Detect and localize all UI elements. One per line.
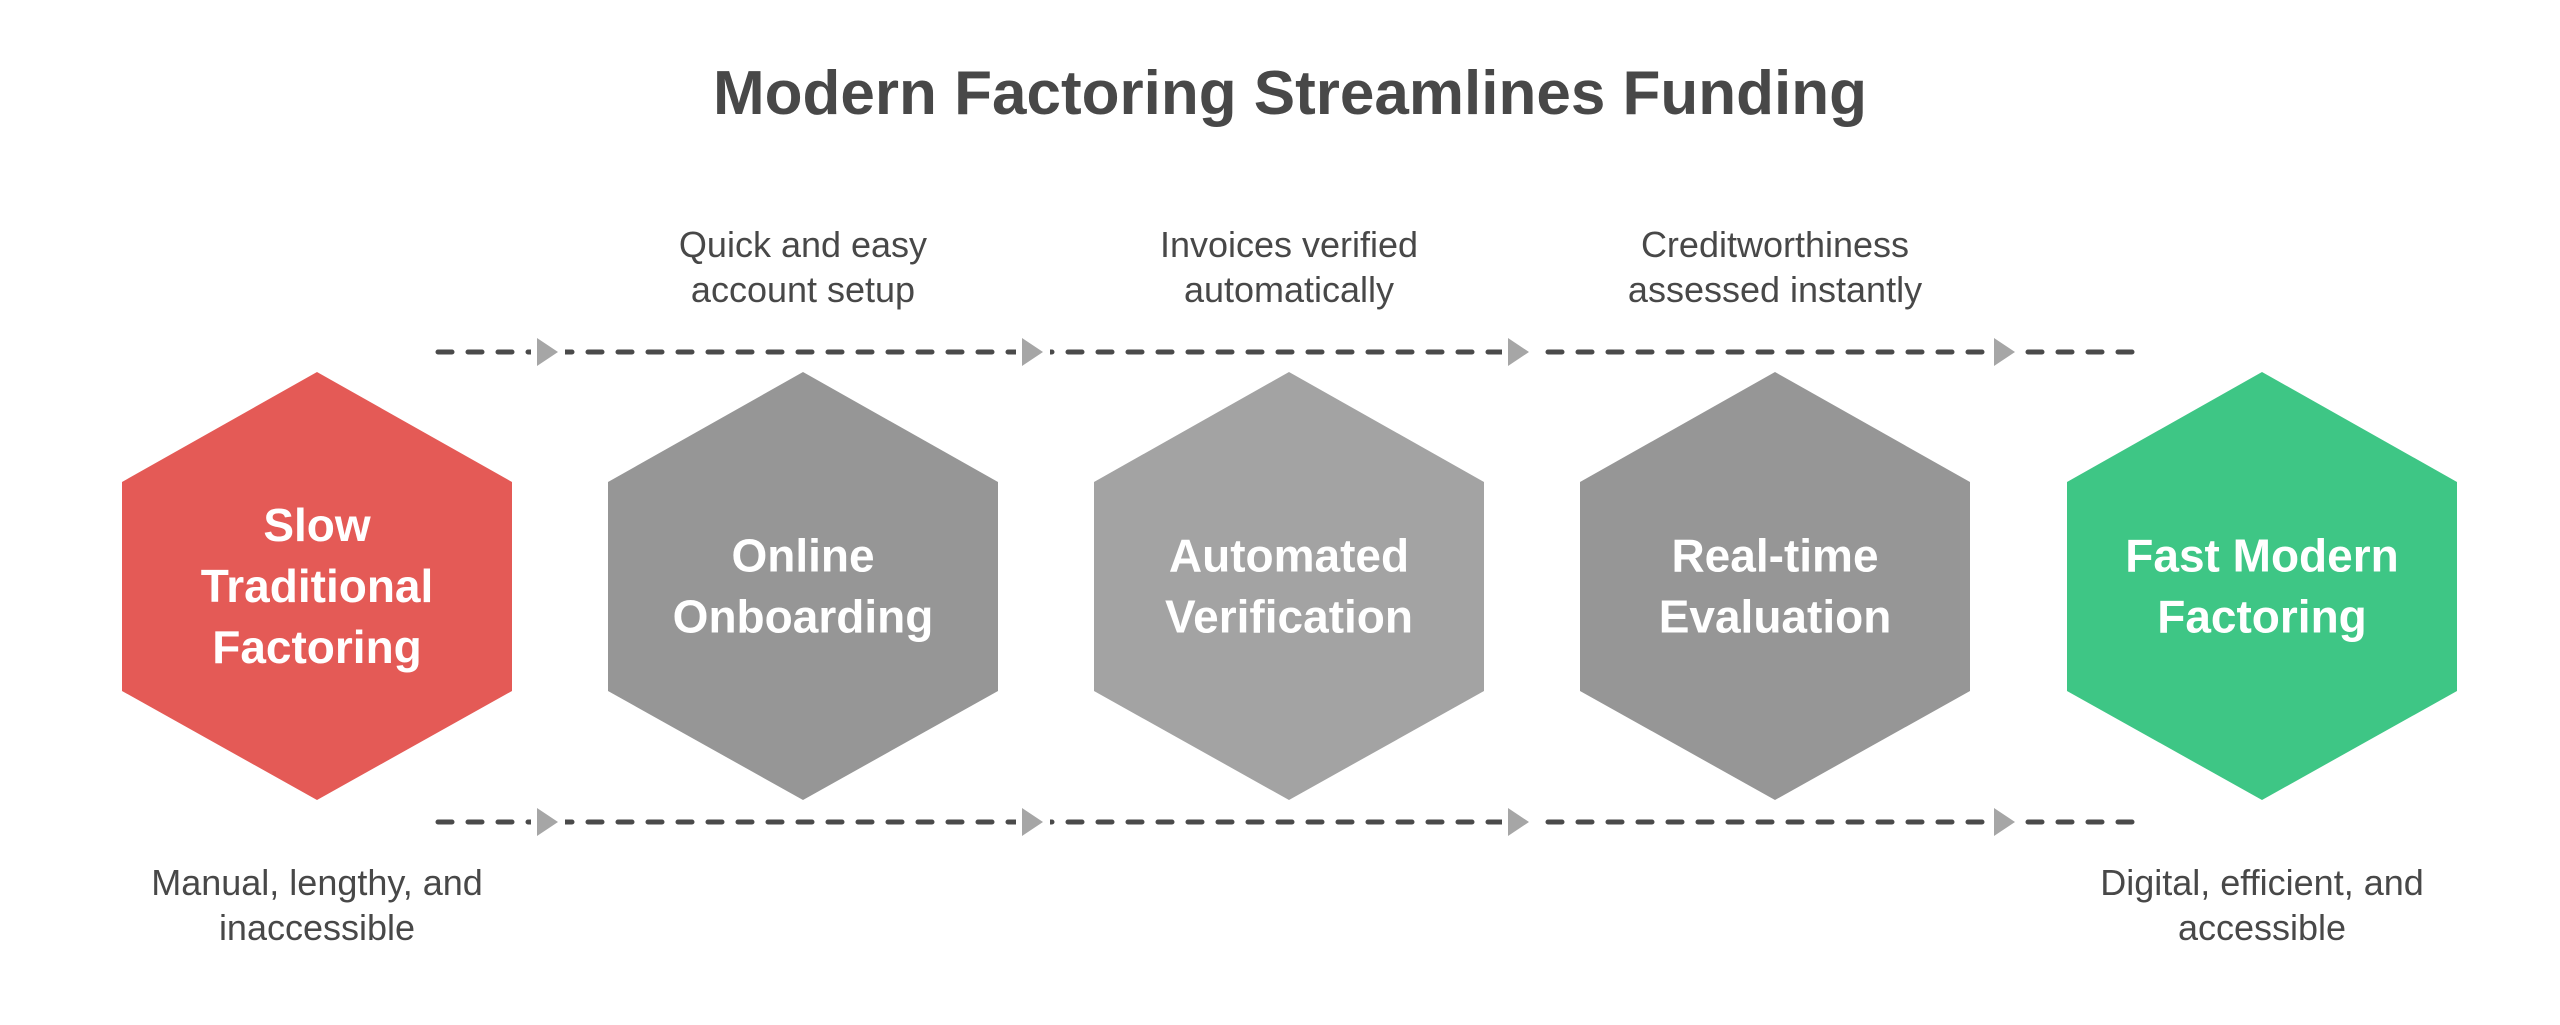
step-caption: Quick and easy bbox=[679, 224, 927, 265]
stage-label: Factoring bbox=[212, 621, 422, 673]
stage-label: Real-time bbox=[1671, 530, 1878, 582]
stage-label: Slow bbox=[263, 499, 371, 551]
bottom-arrow-icon bbox=[1022, 808, 1043, 836]
top-arrow-icon bbox=[537, 338, 558, 366]
start-description: Manual, lengthy, and bbox=[151, 862, 483, 903]
end-description: accessible bbox=[2178, 907, 2346, 948]
hexagon-shape bbox=[1094, 372, 1484, 800]
diagram-title: Modern Factoring Streamlines Funding bbox=[713, 59, 1867, 128]
stage-label: Factoring bbox=[2157, 591, 2367, 643]
end-description: Digital, efficient, and bbox=[2100, 862, 2424, 903]
hexagon-shape bbox=[122, 372, 512, 800]
stage-label: Automated bbox=[1169, 530, 1409, 582]
bottom-arrow-icon bbox=[1994, 808, 2015, 836]
bottom-arrow-icon bbox=[537, 808, 558, 836]
stage-label: Verification bbox=[1165, 591, 1413, 643]
stage-label: Onboarding bbox=[673, 591, 934, 643]
stage-label: Traditional bbox=[201, 560, 434, 612]
stage-label: Online bbox=[731, 530, 874, 582]
hexagon-shape bbox=[1580, 372, 1970, 800]
stage-label: Fast Modern bbox=[2125, 530, 2398, 582]
top-arrow-icon bbox=[1508, 338, 1529, 366]
hexagon-shape bbox=[608, 372, 998, 800]
hexagon-shape bbox=[2067, 372, 2457, 800]
top-arrow-icon bbox=[1022, 338, 1043, 366]
step-caption: automatically bbox=[1184, 269, 1394, 310]
start-description: inaccessible bbox=[219, 907, 415, 948]
connectors bbox=[435, 338, 2146, 836]
step-caption: Invoices verified bbox=[1160, 224, 1418, 265]
step-caption: account setup bbox=[691, 269, 915, 310]
bottom-arrow-icon bbox=[1508, 808, 1529, 836]
stage-hexagons: SlowTraditionalFactoringOnlineOnboarding… bbox=[122, 372, 2457, 800]
step-caption: Creditworthiness bbox=[1641, 224, 1909, 265]
top-arrow-icon bbox=[1994, 338, 2015, 366]
step-caption: assessed instantly bbox=[1628, 269, 1922, 310]
stage-label: Evaluation bbox=[1659, 591, 1892, 643]
